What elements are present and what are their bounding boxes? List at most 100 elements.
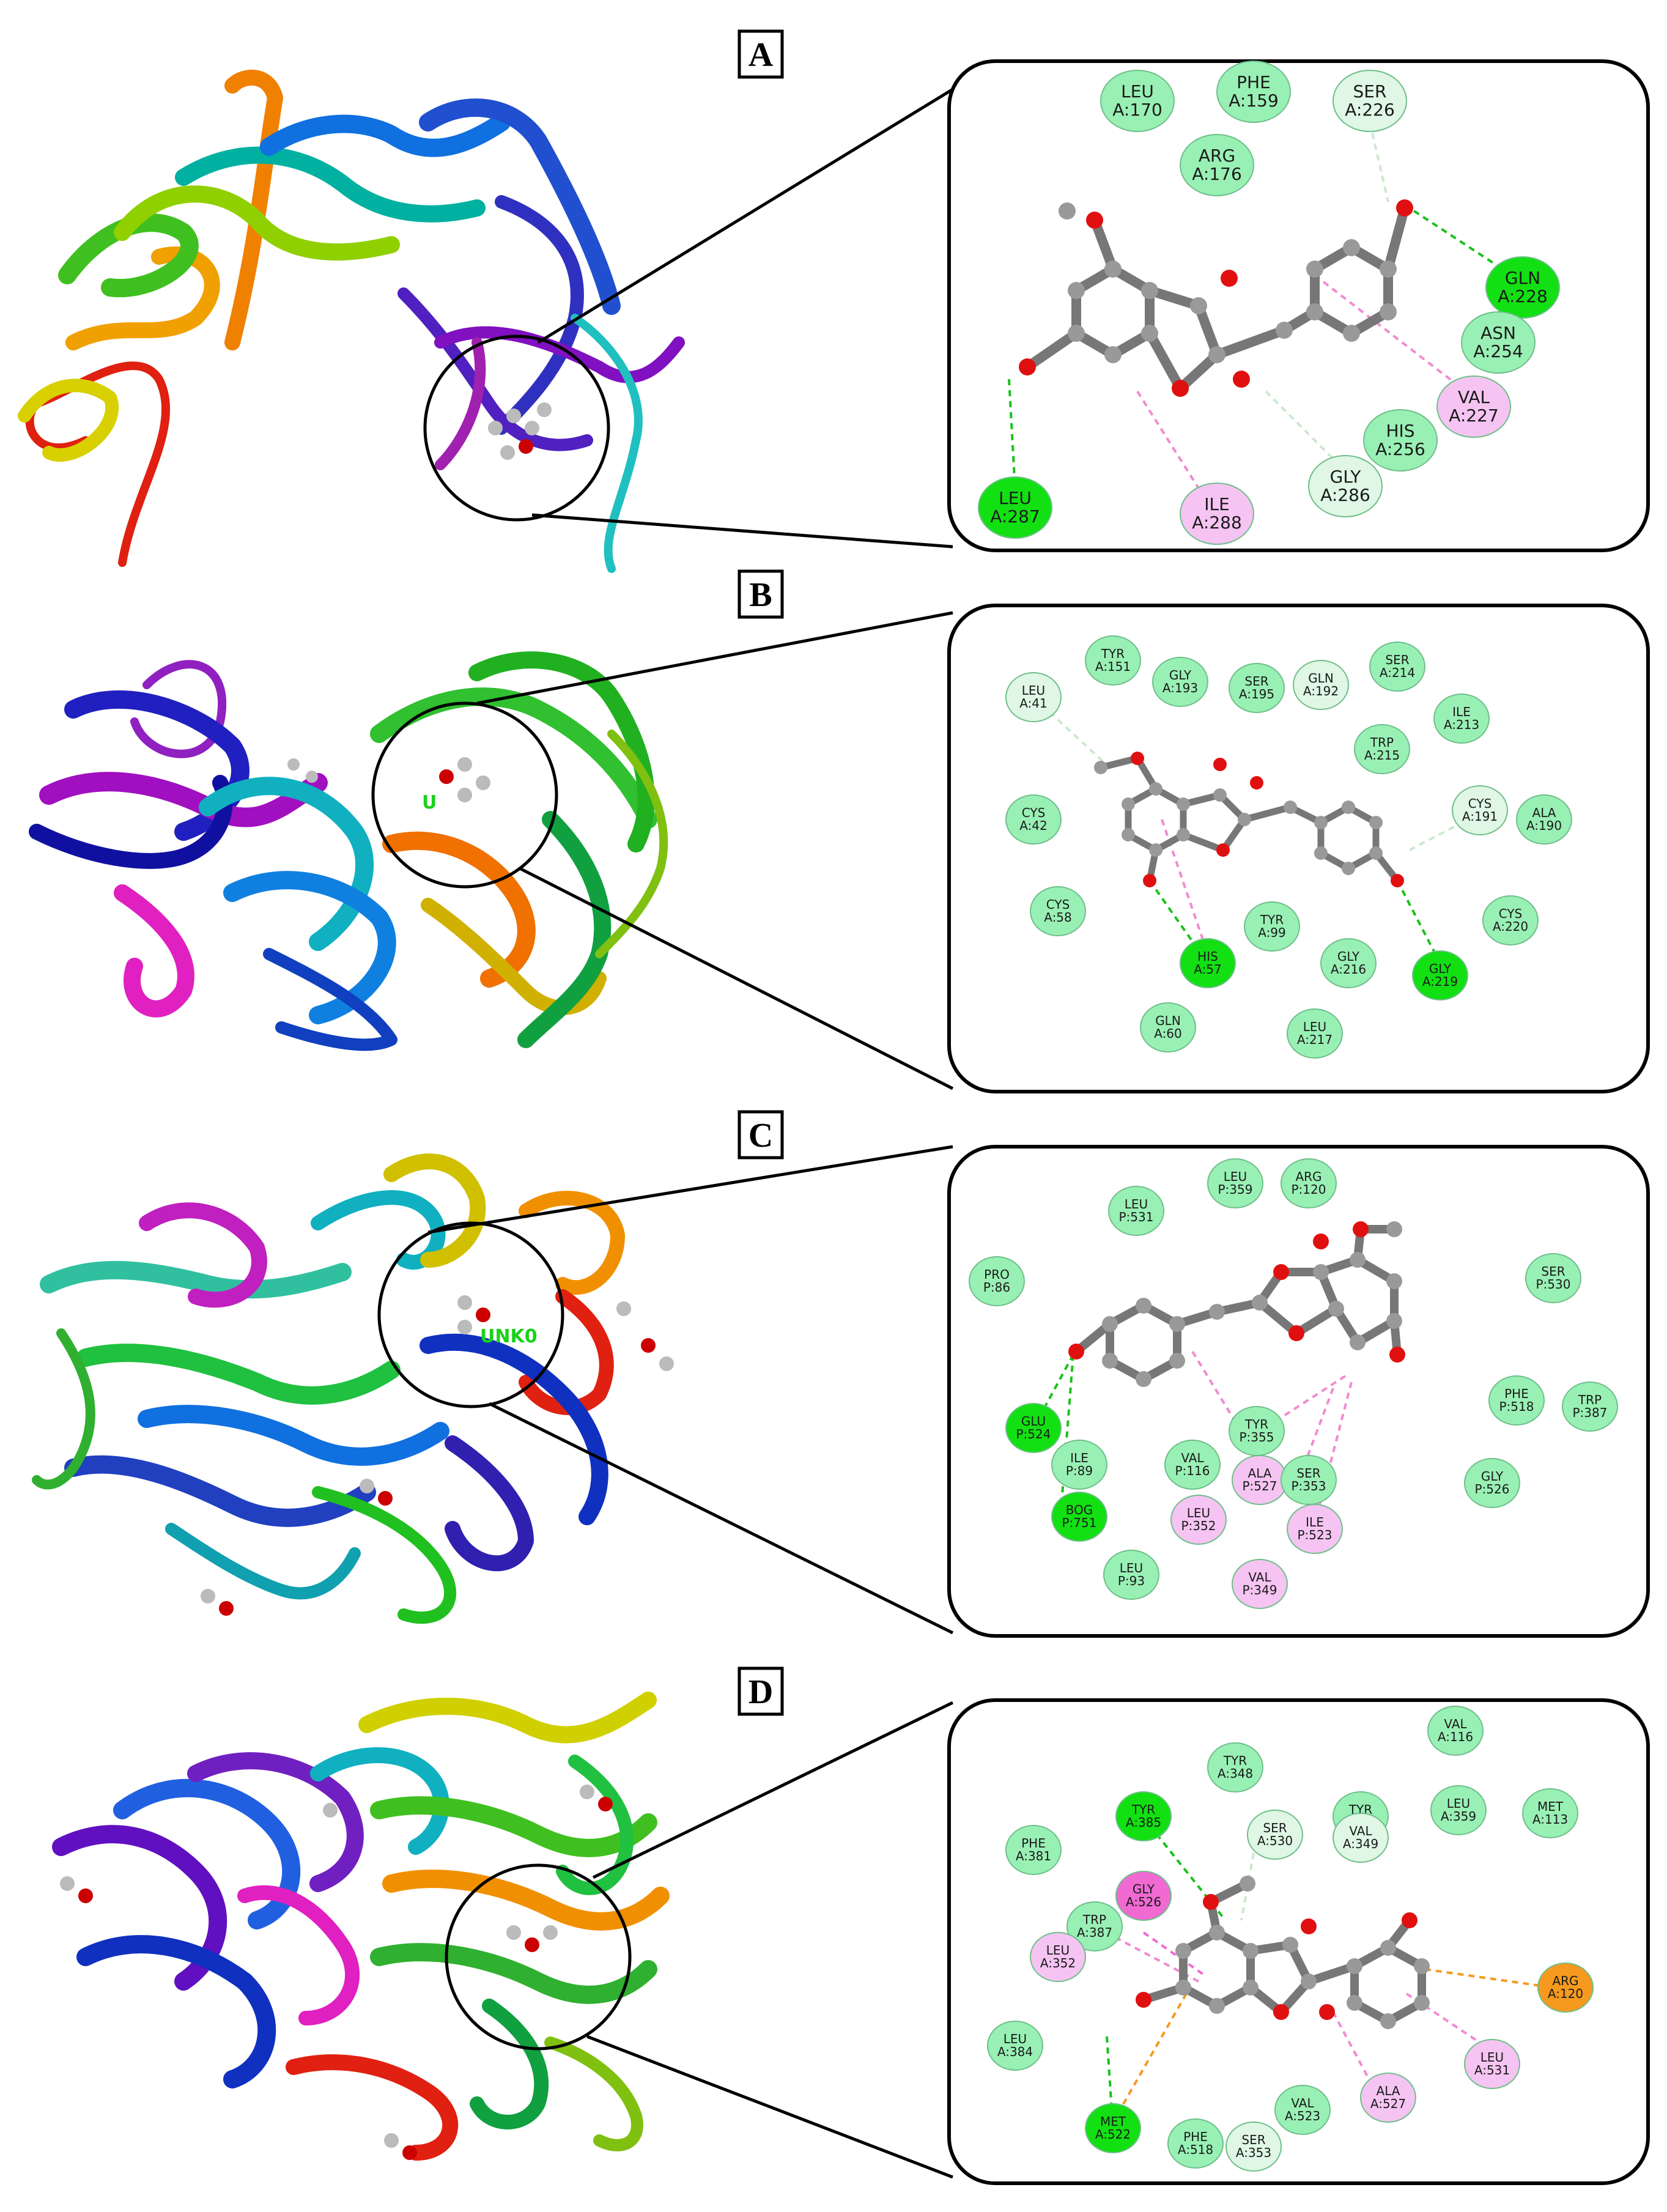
residue-disc xyxy=(987,2021,1043,2071)
ligand-label: UNK0 xyxy=(480,1326,538,1347)
residue-code: VAL xyxy=(1444,1717,1467,1731)
binding-site-circle xyxy=(371,701,558,889)
residue-disc xyxy=(1516,794,1572,845)
residue-code: PHE xyxy=(1236,72,1271,92)
residue-disc xyxy=(1430,1785,1487,1835)
residue-disc xyxy=(1464,2039,1520,2089)
residue-id: P:524 xyxy=(1016,1427,1051,1441)
residue-id: A:527 xyxy=(1370,2096,1406,2111)
residue-code: ILE xyxy=(1070,1451,1089,1465)
residue-disc xyxy=(1225,2121,1282,2172)
residue-code: GLN xyxy=(1308,671,1334,686)
residue-id: A:214 xyxy=(1380,665,1415,680)
residue-code: HIS xyxy=(1197,949,1218,964)
residue-code: SER xyxy=(1541,1264,1565,1279)
residue-disc xyxy=(1167,2118,1224,2169)
residue-id: P:349 xyxy=(1243,1583,1277,1597)
residue-code: VAL xyxy=(1458,387,1490,407)
protein-ribbon xyxy=(32,1153,625,1624)
residue-code: ALA xyxy=(1532,805,1556,820)
residue-id: A:227 xyxy=(1449,405,1499,426)
residue-disc xyxy=(1363,409,1438,472)
residue-disc xyxy=(1229,663,1285,713)
residue-disc xyxy=(1180,483,1254,545)
residue-disc xyxy=(1005,1403,1062,1453)
panel-label: B xyxy=(749,576,772,614)
residue-id: P:530 xyxy=(1536,1277,1571,1292)
residue-id: A:159 xyxy=(1229,91,1279,111)
residue-code: GLY xyxy=(1330,467,1362,487)
residue-disc xyxy=(1180,134,1254,196)
residue-disc xyxy=(1216,61,1291,123)
residue-id: A:120 xyxy=(1548,1986,1583,2001)
residue-disc xyxy=(1482,895,1539,945)
residue-disc xyxy=(1562,1382,1618,1432)
residue-id: A:359 xyxy=(1441,1809,1476,1824)
residue-code: PHE xyxy=(1504,1386,1529,1401)
residue-id: P:120 xyxy=(1292,1182,1326,1197)
ligand-atoms xyxy=(1019,199,1413,397)
residue-id: A:60 xyxy=(1154,1026,1182,1041)
residue-disc xyxy=(969,1256,1025,1306)
residue-disc xyxy=(1085,635,1141,686)
residue-code: ARG xyxy=(1199,146,1235,166)
residue-id: A:522 xyxy=(1095,2127,1131,2142)
residue-id: A:349 xyxy=(1343,1837,1378,1851)
residue-nodes: LEUP:359LEUP:531ARGP:120PROP:86SERP:530P… xyxy=(969,1158,1618,1609)
residue-disc xyxy=(1354,724,1410,774)
panel-label: C xyxy=(748,1117,773,1155)
residue-id: A:217 xyxy=(1297,1032,1332,1047)
protein-ribbon xyxy=(29,651,668,1051)
residue-disc xyxy=(1115,1871,1172,1921)
residue-disc xyxy=(1436,375,1511,438)
residue-disc xyxy=(1287,1504,1343,1554)
residue-id: P:352 xyxy=(1181,1518,1216,1533)
residue-disc xyxy=(1433,694,1490,744)
residue-disc xyxy=(1164,1440,1221,1490)
residue-id: A:287 xyxy=(990,506,1040,527)
residue-id: P:86 xyxy=(983,1280,1010,1295)
residue-id: P:531 xyxy=(1119,1210,1154,1224)
binding-site-circle xyxy=(445,1863,632,2051)
residue-disc xyxy=(1066,1901,1123,1951)
residue-id: A:193 xyxy=(1162,681,1198,695)
panel-a: A xyxy=(18,29,1650,573)
residue-code: TRP xyxy=(1578,1393,1602,1407)
residue-id: A:353 xyxy=(1236,2145,1271,2160)
residue-id: P:89 xyxy=(1066,1463,1093,1478)
residue-disc xyxy=(1207,1158,1263,1208)
residue-id: A:170 xyxy=(1112,100,1162,120)
residue-disc xyxy=(1369,642,1425,692)
residue-id: P:751 xyxy=(1062,1515,1097,1530)
residue-id: A:191 xyxy=(1462,809,1498,824)
residue-code: GLY xyxy=(1429,961,1452,976)
residue-disc xyxy=(1320,938,1377,988)
